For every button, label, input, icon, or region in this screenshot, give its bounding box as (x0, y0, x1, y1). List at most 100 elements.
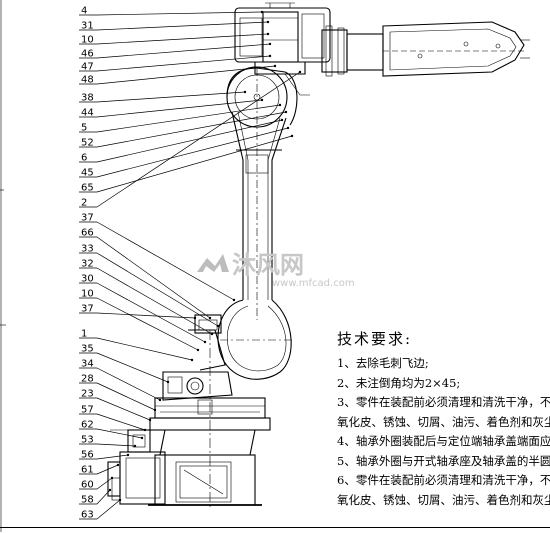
callout-number: 66 (81, 228, 94, 239)
watermark-logo-text: 沐风网 (232, 251, 304, 279)
callout-number: 63 (81, 510, 94, 521)
forearm-assembly (234, 2, 530, 96)
upper-arm (217, 66, 298, 380)
callout-leader-line (96, 382, 156, 411)
callout-number: 4 (81, 6, 87, 17)
callout-leader-line (96, 428, 143, 439)
callout-leader-dot (208, 316, 212, 320)
callout-leader-line (96, 127, 289, 178)
callout-leader-line (96, 252, 219, 327)
callout-leader-dot (232, 298, 236, 302)
callout-leader-line (96, 11, 263, 16)
callout-number: 10 (81, 289, 94, 300)
base-assembly (107, 314, 271, 510)
callout-leader-line (96, 236, 211, 319)
callout-leader-dot (298, 70, 302, 74)
callout-leader-dot (126, 453, 130, 457)
callout-number: 33 (81, 244, 94, 255)
callout-leader-dot (140, 436, 144, 440)
callout-leader-line (96, 135, 293, 193)
callout-leader-dot (273, 64, 277, 68)
callout-number: 37 (81, 213, 94, 224)
callout-number: 31 (81, 21, 94, 32)
callout-leader-line (96, 91, 246, 103)
callout-leader-line (96, 33, 269, 45)
callout-number: 32 (81, 259, 94, 270)
callout-leader-dot (133, 444, 137, 448)
callout-number: 57 (81, 405, 94, 416)
callout-number: 5 (81, 123, 87, 134)
callout-leader-line (96, 21, 269, 31)
callout-leader-line (96, 367, 161, 401)
callout-number: 30 (81, 274, 94, 285)
callout-leader-dot (286, 126, 290, 130)
callout-number: 37 (81, 304, 94, 315)
callout-leader-line (96, 55, 271, 72)
callout-leader-dot (280, 118, 284, 122)
callout-leader-line (96, 499, 121, 520)
callout-leader-line (96, 297, 199, 351)
requirement-line: 4、轴承外圈装配后与定位端轴承盖端面应 (337, 434, 550, 448)
callout-number: 44 (81, 108, 94, 119)
callout-leader-line (96, 477, 113, 490)
callout-number: 65 (81, 183, 94, 194)
callout-number: 10 (81, 35, 94, 46)
technical-requirements-title: 技术要求: (337, 330, 413, 348)
callout-number: 56 (81, 450, 94, 461)
callout-number: 46 (81, 49, 94, 60)
callout-number: 60 (81, 480, 94, 491)
callout-number: 58 (81, 495, 94, 506)
callout-leader-line (96, 71, 301, 208)
callout-leader-dot (266, 20, 270, 24)
callout-number: 34 (81, 359, 94, 370)
requirement-line: 5、轴承外圈与开式轴承座及轴承盖的半圆 (337, 453, 550, 468)
callout-leader-dot (268, 54, 272, 58)
callout-number: 23 (81, 389, 94, 400)
callout-leader-dot (116, 463, 120, 467)
requirement-line: 氧化皮、锈蚀、切屑、油污、着色剂和灰尘 (337, 414, 550, 429)
callout-leader-line (96, 99, 263, 118)
callout-leader-dot (203, 340, 207, 344)
callout-number: 47 (81, 62, 94, 73)
callout-leader-line (96, 282, 206, 343)
callout-leader-dot (290, 134, 294, 138)
callout-leader-line (96, 443, 136, 447)
callout-leader-line (96, 111, 287, 148)
callout-leader-dot (196, 348, 200, 352)
callout-leader-line (96, 43, 271, 59)
callout-number: 2 (81, 198, 87, 209)
callout-leader-dot (243, 90, 247, 94)
callout-number: 6 (81, 153, 87, 164)
callout-leader-line (96, 119, 283, 163)
callout-number: 35 (81, 344, 94, 355)
callout-number: 48 (81, 75, 94, 86)
callout-leader-dot (260, 98, 264, 102)
callout-leader-dot (268, 42, 272, 46)
callout-number: 45 (81, 168, 94, 179)
technical-requirements: 技术要求: 1、去除毛刺飞边; 2、未注倒角均为2×45; 3、零件在装配前必须… (337, 328, 550, 510)
callout-leader-dot (266, 32, 270, 36)
requirement-line: 2、未注倒角均为2×45; (337, 375, 461, 390)
callout-leader-line (96, 413, 146, 431)
callout-leader-dot (278, 103, 282, 107)
callout-leader-line (96, 352, 169, 383)
title-block-edge (0, 527, 550, 533)
callout-leader-line (96, 221, 235, 301)
callout-number: 38 (81, 93, 94, 104)
callout-leader-line (96, 337, 193, 361)
requirement-line: 3、零件在装配前必须清理和清洗干净，不 (337, 395, 550, 409)
requirement-line: 氧化皮、锈蚀、切屑、油污、着色剂和灰尘 (337, 492, 550, 507)
watermark-url: www.mfcad.com (272, 278, 355, 289)
callout-leader-dot (190, 358, 194, 362)
watermark-logo-icon (197, 254, 229, 272)
callout-number: 62 (81, 420, 94, 431)
callout-leader-line (96, 312, 196, 319)
callout-number: 53 (81, 435, 94, 446)
callout-number: 52 (81, 138, 94, 149)
callout-leader-line (96, 454, 129, 460)
callout-leader-dot (108, 488, 112, 492)
callout-leader-line (96, 397, 151, 421)
callout-leader-dot (284, 110, 288, 114)
callout-leader-dot (216, 324, 220, 328)
